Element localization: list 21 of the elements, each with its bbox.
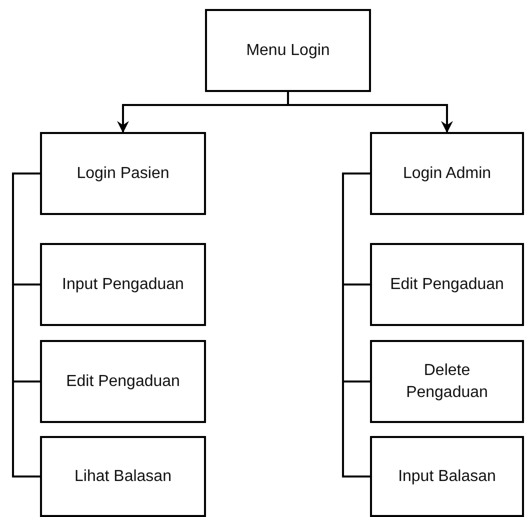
box-label: Delete Pengaduan bbox=[405, 360, 489, 402]
menu-box bbox=[370, 132, 524, 215]
menu-box bbox=[40, 340, 206, 423]
arrow bbox=[287, 92, 453, 133]
connector-line bbox=[342, 172, 370, 478]
box-label: Input Pengaduan bbox=[62, 274, 184, 295]
box-label: Login Admin bbox=[402, 164, 492, 184]
box-label: Input Balasan bbox=[398, 466, 496, 487]
box-label: Lihat Balasan bbox=[74, 466, 172, 487]
box-label: Login Pasien bbox=[76, 164, 170, 184]
connector-line bbox=[12, 172, 40, 478]
box-label: Edit Pengaduan bbox=[390, 274, 504, 295]
menu-box bbox=[205, 9, 371, 92]
menu-box bbox=[40, 243, 206, 326]
menu-box bbox=[370, 340, 524, 423]
menu-box bbox=[40, 132, 206, 215]
box-label: Edit Pengaduan bbox=[66, 372, 180, 392]
menu-box bbox=[370, 243, 524, 326]
menu-box bbox=[370, 436, 524, 517]
box-label: Menu Login bbox=[246, 40, 330, 61]
menu-box bbox=[40, 436, 206, 517]
